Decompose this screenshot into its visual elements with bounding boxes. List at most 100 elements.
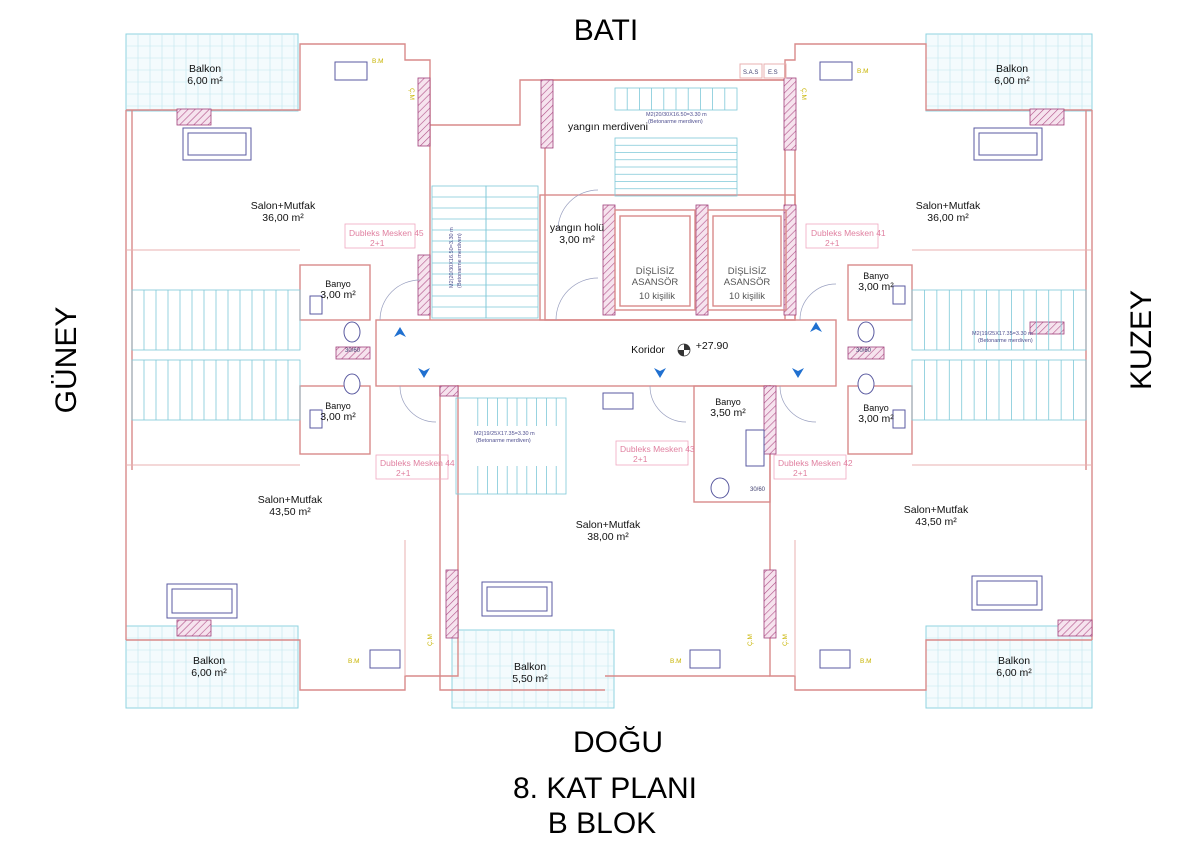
stairs	[131, 87, 1087, 495]
sink-bottom-right	[819, 649, 851, 669]
unit-45-name: Dubleks Mesken 45	[349, 228, 424, 238]
banyo-tl-area: 3,00 m²	[320, 289, 356, 301]
toilet-left-top	[343, 321, 361, 343]
salon-bl-area: 43,50 m²	[269, 506, 311, 518]
shower-left-bottom	[309, 409, 323, 429]
stair-43-note: M2(19/25X17.35=3.30 m	[474, 431, 535, 437]
cm-label-br: Ç.M	[782, 634, 789, 646]
banyo-tl-name: Banyo	[325, 279, 351, 289]
balcony-bl-name: Balkon	[193, 655, 225, 667]
fire-stair-note: M2(20/30X16.50=3.30 m	[646, 112, 707, 118]
toilet-center	[710, 477, 730, 499]
shaft-box	[602, 392, 634, 410]
banyo-tr-name: Banyo	[863, 271, 889, 281]
sink-bottom-center	[689, 649, 721, 669]
plan-title-line1: 8. KAT PLANI	[513, 772, 697, 805]
shower-right-bottom	[892, 409, 906, 429]
salon-tr-name: Salon+Mutfak	[916, 200, 981, 212]
sink-top-right	[819, 61, 853, 81]
cm-label-tl: Ç.M	[408, 88, 415, 100]
toilet-right-bottom	[857, 373, 875, 395]
furniture	[166, 61, 1043, 669]
shower-left-top	[309, 295, 323, 315]
stair-45-note-sub: (Betonarme merdiven)	[457, 233, 463, 288]
stair-outline	[455, 397, 567, 495]
salon-bc-area: 38,00 m²	[587, 531, 629, 543]
salon-tr-area: 36,00 m²	[927, 212, 969, 224]
room-labels: Balkon 6,00 m² Balkon 6,00 m² Balkon 6,0…	[187, 63, 1032, 685]
unit-44-name: Dubleks Mesken 44	[380, 458, 455, 468]
corridor-elevation: +27.90	[696, 340, 729, 352]
compass-left: GÜNEY	[50, 307, 83, 414]
walls	[125, 43, 1093, 691]
bm-label-bc: B.M	[670, 658, 682, 665]
sofa-top-left	[182, 127, 252, 161]
elevator-2-line2: ASANSÖR	[724, 277, 771, 288]
sink-bottom-left	[369, 649, 401, 669]
elevator-1-line2: ASANSÖR	[632, 277, 679, 288]
bm-label-br: B.M	[860, 658, 872, 665]
elevator-1-line3: 10 kişilik	[639, 291, 675, 302]
unit-41-type: 2+1	[825, 238, 840, 248]
corridor-name: Koridor	[631, 344, 665, 356]
unit-43-name: Dubleks Mesken 43	[620, 444, 695, 454]
fire-hall-area: 3,00 m²	[559, 234, 595, 246]
stair-41-note: M2(19/25X17.35=3.30 m	[972, 331, 1033, 337]
shower-center	[745, 429, 765, 467]
shaft-label-2: E.S	[768, 70, 778, 76]
stair-43-note-sub: (Betonarme merdiven)	[476, 438, 531, 444]
arrow-down-left	[418, 368, 430, 378]
compass-bottom: DOĞU	[573, 726, 663, 759]
service-labels: B.M B.M B.M B.M B.M Ç.M Ç.M Ç.M Ç.M Ç.M …	[345, 58, 872, 665]
window-label-l: 30/60	[345, 348, 361, 354]
arrow-up-right	[810, 322, 822, 332]
balcony-bc-area: 5,50 m²	[512, 673, 548, 685]
banyo-bl-area: 3,00 m²	[320, 411, 356, 423]
salon-tl-name: Salon+Mutfak	[251, 200, 316, 212]
fire-stair-note-sub: (Betonarme merdiven)	[648, 119, 703, 125]
arrow-down-right	[792, 368, 804, 378]
compass-right: KUZEY	[1125, 290, 1158, 390]
balcony-tiles	[126, 34, 1092, 708]
balcony-br-area: 6,00 m²	[996, 667, 1032, 679]
balcony-bl-area: 6,00 m²	[191, 667, 227, 679]
bm-label-bl: B.M	[348, 658, 360, 665]
balcony-bc-name: Balkon	[514, 661, 546, 673]
sofa-bottom-left	[166, 583, 238, 619]
banyo-c-name: Banyo	[715, 397, 741, 407]
toilet-right-top	[857, 321, 875, 343]
unit-41-name: Dubleks Mesken 41	[811, 228, 886, 238]
arrow-up-left	[394, 327, 406, 337]
sink-top-left	[334, 61, 368, 81]
balcony-tl-area: 6,00 m²	[187, 75, 223, 87]
elevation-marker	[677, 343, 691, 357]
shower-right-top	[892, 285, 906, 305]
compass-top: BATI	[574, 14, 638, 47]
balcony-top-right	[925, 33, 1093, 112]
balcony-tl-name: Balkon	[189, 63, 221, 75]
columns	[176, 77, 1093, 639]
window-label-c: 30/60	[750, 487, 766, 493]
banyo-br-name: Banyo	[863, 403, 889, 413]
shaft-label-1: S.A.S	[743, 70, 758, 76]
bm-label-tr: B.M	[857, 68, 869, 75]
plan-title-line2: B BLOK	[548, 807, 656, 840]
cm-label-bc: Ç.M	[747, 634, 754, 646]
balcony-top-left	[125, 33, 299, 112]
doors	[379, 189, 837, 423]
sofa-bottom-right	[971, 575, 1043, 611]
elevator-2-line3: 10 kişilik	[729, 291, 765, 302]
balcony-bottom-center	[451, 629, 615, 709]
stair-notes: M2(20/30X16.50=3.30 m (Betonarme merdive…	[449, 112, 1033, 444]
unit-45-type: 2+1	[370, 238, 385, 248]
unit-labels: Dubleks Mesken 45 2+1 Dubleks Mesken 41 …	[344, 223, 886, 480]
salon-tl-area: 36,00 m²	[262, 212, 304, 224]
unit-42-type: 2+1	[793, 468, 808, 478]
salon-bc-name: Salon+Mutfak	[576, 519, 641, 531]
elevator-2-line1: DİŞLİSİZ	[728, 266, 767, 277]
balcony-tr-area: 6,00 m²	[994, 75, 1030, 87]
banyo-bl-name: Banyo	[325, 401, 351, 411]
direction-arrows	[394, 322, 822, 378]
salon-br-area: 43,50 m²	[915, 516, 957, 528]
